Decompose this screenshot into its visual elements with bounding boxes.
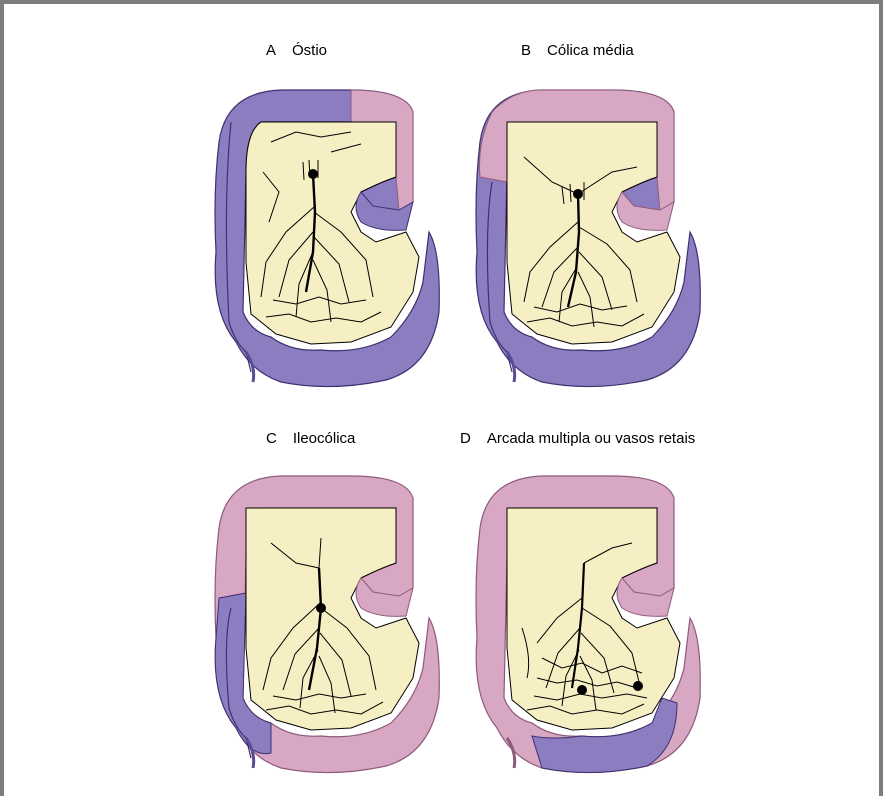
- panel-a-diagram: [215, 90, 439, 387]
- panel-b-diagram: [476, 90, 700, 387]
- panel-d-diagram: [476, 476, 700, 773]
- panel-c-diagram: [215, 476, 439, 773]
- colon-diagrams: [4, 4, 883, 796]
